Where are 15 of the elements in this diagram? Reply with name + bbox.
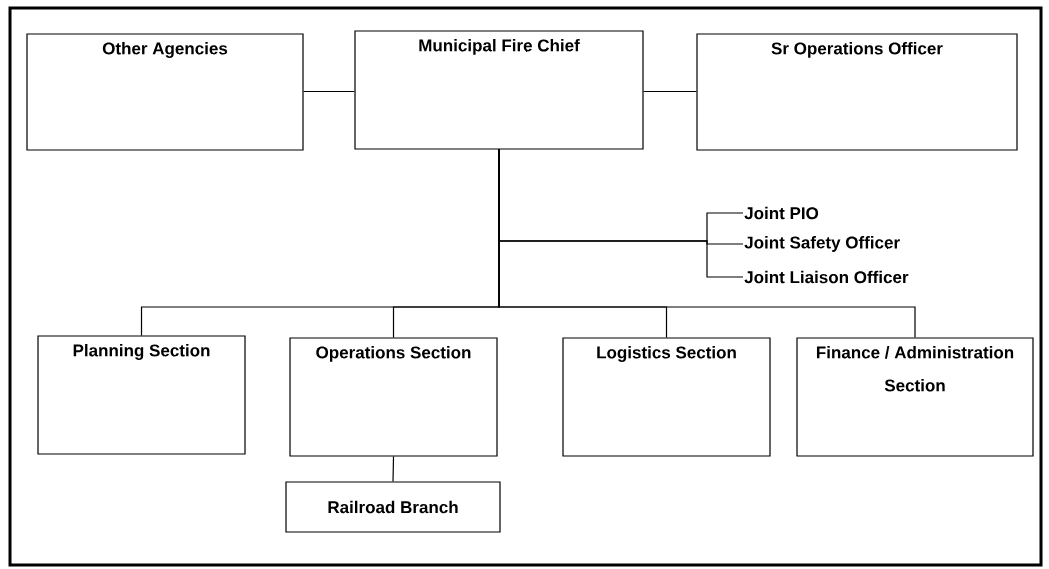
connector-line <box>498 149 916 338</box>
org-box: Municipal Fire Chief <box>354 30 644 150</box>
org-box: Other Agencies <box>26 33 304 151</box>
role-label: Joint PIO <box>744 206 819 220</box>
org-box: Logistics Section <box>562 337 771 457</box>
connector-line <box>392 456 395 482</box>
org-box: Finance / Administration Section <box>796 337 1034 457</box>
org-box: Railroad Branch <box>285 481 501 533</box>
role-label: Joint Liaison Officer <box>744 270 909 284</box>
role-label: Joint Safety Officer <box>744 236 900 252</box>
org-box: Operations Section <box>289 337 498 457</box>
connector-line <box>303 90 355 93</box>
org-box: Sr Operations Officer <box>696 33 1018 151</box>
org-box: Planning Section <box>37 335 246 455</box>
connector-line <box>643 90 697 93</box>
